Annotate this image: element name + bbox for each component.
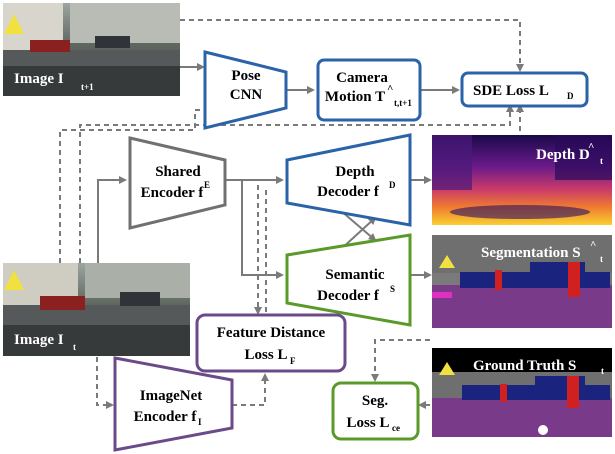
arrow-encoder-to-semantic	[241, 180, 284, 279]
seg-output-panel: Segmentation S ^ t	[432, 235, 612, 328]
seg-output-label: Segmentation S	[481, 245, 581, 261]
gt-output-label: Ground Truth S	[473, 358, 576, 374]
image-t-panel: Image I t	[3, 263, 190, 356]
semantic-decoder-line2: Decoder f	[317, 288, 380, 304]
image-t1-label: Image I	[14, 71, 64, 87]
image-t-label: Image I	[14, 332, 64, 348]
gt-output-panel: Ground Truth S t	[432, 348, 612, 437]
sde-loss-label: SDE Loss L	[473, 83, 549, 99]
dash-image-t-to-imagenet	[96, 330, 114, 409]
depth-decoder-line2: Decoder f	[317, 184, 380, 200]
depth-output-sub: t	[600, 156, 603, 166]
seg-loss-line2: Loss L	[347, 415, 390, 431]
dash-image-t-to-sde	[79, 104, 514, 263]
imagenet-encoder-line2: Encoder f	[134, 409, 198, 425]
depth-output-panel: Depth D ^ t	[432, 135, 612, 225]
imagenet-encoder-line1: ImageNet	[140, 388, 202, 404]
shared-encoder-sup: E	[204, 180, 210, 190]
pose-cnn-line1: Pose	[231, 68, 261, 84]
camera-motion-block: Camera Motion T ^ t,t+1	[316, 58, 422, 122]
depth-output-hat: ^	[588, 141, 594, 153]
semantic-decoder-line1: Semantic	[325, 267, 385, 283]
sde-loss-sub: D	[567, 91, 574, 101]
image-t1-sub: t+1	[81, 82, 94, 92]
depth-decoder-block: Depth Decoder f D	[285, 133, 412, 227]
depth-decoder-line1: Depth	[335, 164, 375, 180]
camera-motion-line1: Camera	[336, 70, 388, 86]
arrow-image-t-to-encoder	[97, 176, 127, 263]
dash-imagenet-to-feature	[232, 373, 269, 406]
feature-loss-line1: Feature Distance	[217, 325, 326, 341]
camera-motion-line2: Motion T	[325, 89, 385, 105]
dash-seg-to-segloss	[371, 339, 430, 382]
dash-image-t1-top	[180, 19, 524, 72]
pose-cnn-line2: CNN	[230, 87, 263, 103]
feature-loss-block: Feature Distance Loss L F	[195, 313, 347, 373]
semantic-decoder-block: Semantic Decoder f S	[285, 233, 412, 327]
shared-encoder-line1: Shared	[155, 164, 201, 180]
feature-loss-sub: F	[290, 356, 296, 366]
dashed-connectors	[59, 19, 524, 409]
gt-output-sub: t	[601, 366, 604, 376]
image-t-sub: t	[73, 342, 76, 352]
sde-loss-block: SDE Loss L D	[460, 71, 589, 108]
imagenet-encoder-sub: I	[198, 417, 202, 427]
pose-cnn-block: Pose CNN	[203, 50, 288, 130]
seg-loss-sub: ce	[392, 423, 400, 433]
depth-decoder-sup: D	[389, 180, 396, 190]
feature-loss-line2: Loss L	[245, 347, 288, 363]
shared-encoder-line2: Encoder f	[141, 185, 205, 201]
camera-motion-sub: t,t+1	[394, 98, 412, 108]
shared-encoder-block: Shared Encoder f E	[128, 136, 227, 230]
seg-loss-line1: Seg.	[362, 393, 389, 409]
image-t1-panel: Image I t+1	[3, 3, 180, 96]
connectors	[97, 63, 460, 279]
imagenet-encoder-block: ImageNet Encoder f I	[113, 356, 234, 452]
semantic-decoder-sup: S	[390, 284, 395, 294]
seg-loss-block: Seg. Loss L ce	[331, 381, 420, 441]
depth-output-label: Depth D	[536, 147, 590, 163]
seg-output-sub: t	[600, 254, 603, 264]
camera-motion-hat: ^	[387, 83, 393, 95]
seg-output-hat: ^	[590, 239, 596, 251]
